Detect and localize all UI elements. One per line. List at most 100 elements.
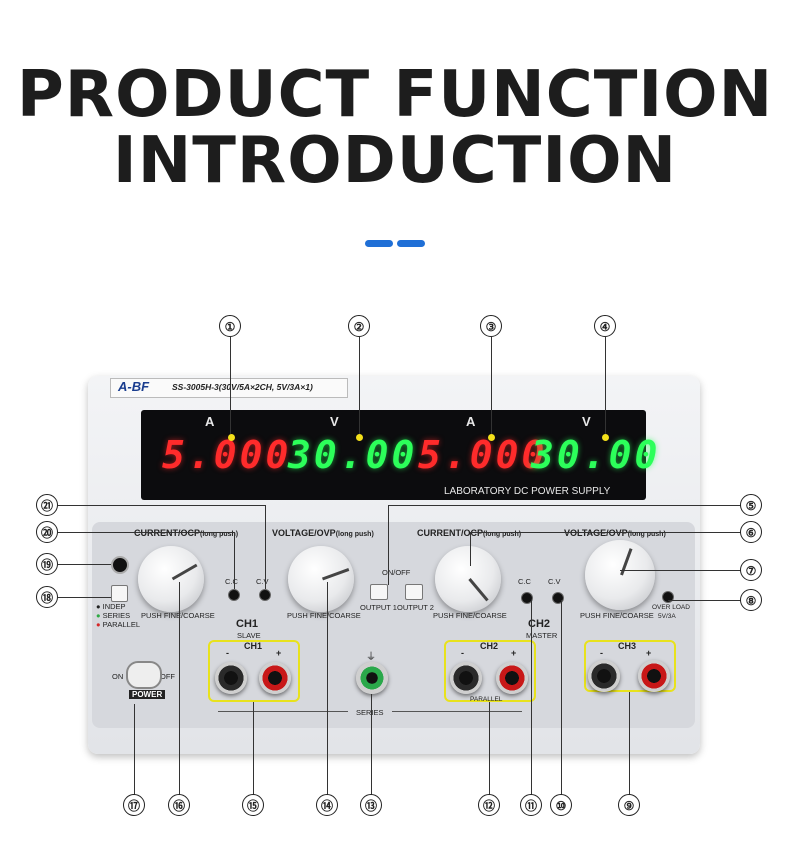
leader-line-9	[629, 692, 631, 795]
ch2-push-fine-coarse-2: PUSH FINE/COARSE	[580, 611, 654, 620]
callout-15: ⑮	[242, 794, 264, 816]
ch2-cc-indicator	[521, 592, 533, 604]
ch1-cv-indicator	[259, 589, 271, 601]
leader-line-2	[359, 337, 361, 434]
ch3-minus: -	[600, 648, 603, 658]
leader-line-17	[134, 704, 136, 795]
mode-legend-item: ● PARALLEL	[96, 620, 141, 629]
series-line-left	[218, 711, 348, 713]
callout-3: ③	[480, 315, 502, 337]
ground-terminal[interactable]	[356, 662, 388, 694]
leader-line-16	[179, 582, 181, 795]
callout-5: ⑤	[740, 494, 762, 516]
ch1-terminal-label: CH1	[244, 641, 263, 651]
ch1-voltage-knob[interactable]	[288, 546, 354, 612]
callout-13: ⑬	[360, 794, 382, 816]
ch3-positive-terminal[interactable]	[638, 660, 670, 692]
display-caption: LABORATORY DC POWER SUPPLY	[444, 486, 611, 497]
output-1-label: OUTPUT 1	[360, 603, 397, 612]
ch1-current-readout: 5.000	[162, 433, 292, 477]
leader-line-21	[58, 505, 265, 507]
power-switch[interactable]	[126, 661, 162, 689]
ch2-voltage-readout: 30.00	[531, 433, 661, 477]
callout-10: ⑩	[550, 794, 572, 816]
ch1-voltage-knob-label: VOLTAGE/OVP(long push)	[272, 528, 374, 538]
power-off-label: OFF	[160, 672, 175, 681]
ground-symbol: ⏚	[366, 652, 376, 663]
callout-20: ⑳	[36, 521, 58, 543]
ch2-minus: -	[461, 648, 464, 658]
ch1-role: SLAVE	[237, 631, 261, 640]
series-line-right	[392, 711, 522, 713]
model-text: SS-3005H-3(30V/5A×2CH, 5V/3A×1)	[172, 382, 313, 392]
ch2-push-fine-coarse-1: PUSH FINE/COARSE	[433, 611, 507, 620]
leader-line-20	[58, 532, 234, 534]
accent-dash-left	[365, 240, 393, 247]
leader-line-5b	[388, 505, 390, 585]
leader-line-15	[253, 702, 255, 795]
callout-9: ⑨	[618, 794, 640, 816]
parallel-label: PARALLEL	[470, 696, 503, 703]
mode-legend-item: ● SERIES	[96, 611, 131, 620]
series-label: SERIES	[356, 708, 384, 717]
knob-pointer	[620, 548, 633, 576]
ch3-plus: +	[646, 648, 652, 658]
ch1-minus: -	[226, 648, 229, 658]
leader-line-21b	[265, 505, 267, 589]
callout-6: ⑥	[740, 521, 762, 543]
leader-line-12	[489, 702, 491, 795]
ch2-current-knob-label: CURRENT/OCP(long push)	[417, 528, 522, 538]
accent-dash-right	[397, 240, 425, 247]
leader-line-14	[327, 582, 329, 795]
overload-rating: 5V/3A	[658, 613, 676, 620]
ch1-negative-terminal[interactable]	[215, 662, 247, 694]
knob-pointer	[171, 563, 198, 581]
output-1-button[interactable]	[370, 584, 388, 600]
indicator-lamp-19	[111, 556, 129, 574]
callout-8: ⑧	[740, 589, 762, 611]
ch1-cc-label: C.C	[225, 577, 238, 586]
leader-line-19	[58, 564, 111, 566]
callout-2: ②	[348, 315, 370, 337]
leader-line-6b	[470, 532, 472, 566]
output-2-label: OUTPUT 2	[397, 603, 434, 612]
ch2-positive-terminal[interactable]	[496, 662, 528, 694]
ch2-current-unit: A	[466, 414, 476, 429]
leader-line-8	[668, 600, 741, 602]
ch2-role: MASTER	[526, 631, 558, 640]
output-2-button[interactable]	[405, 584, 423, 600]
ch1-current-unit: A	[205, 414, 215, 429]
leader-line-7	[620, 570, 741, 572]
knob-pointer	[468, 578, 489, 602]
ch2-cc-label: C.C	[518, 577, 531, 586]
leader-line-6	[470, 532, 741, 534]
ch3-negative-terminal[interactable]	[588, 660, 620, 692]
ch1-voltage-readout: 30.00	[288, 433, 418, 477]
ch3-terminal-label: CH3	[618, 641, 637, 651]
ch2-current-knob[interactable]	[435, 546, 501, 612]
ch1-name: CH1	[236, 618, 259, 630]
leader-line-3	[491, 337, 493, 434]
display-panel	[141, 410, 646, 500]
mode-select-button[interactable]	[111, 585, 128, 602]
ch1-plus: +	[276, 648, 282, 658]
leader-line-11	[531, 600, 533, 795]
callout-dot-3	[488, 434, 495, 441]
ch1-cv-label: C.V	[256, 577, 269, 586]
callout-dot-4	[602, 434, 609, 441]
ch2-current-readout: 5.000	[418, 433, 548, 477]
brand-logo: A-BF	[118, 379, 150, 394]
ch1-positive-terminal[interactable]	[259, 662, 291, 694]
callout-dot-1	[228, 434, 235, 441]
power-label: POWER	[129, 690, 166, 699]
ch2-negative-terminal[interactable]	[450, 662, 482, 694]
callout-12: ⑫	[478, 794, 500, 816]
overload-label: OVER LOAD	[652, 604, 690, 611]
leader-line-18	[58, 597, 111, 599]
ch3-terminal-box	[584, 640, 676, 692]
ch2-plus: +	[511, 648, 517, 658]
mode-legend: ● INDEP ● SERIES ● PARALLEL	[96, 602, 140, 629]
ch2-voltage-knob[interactable]	[585, 540, 655, 610]
callout-17: ⑰	[123, 794, 145, 816]
ch1-current-knob[interactable]	[138, 546, 204, 612]
